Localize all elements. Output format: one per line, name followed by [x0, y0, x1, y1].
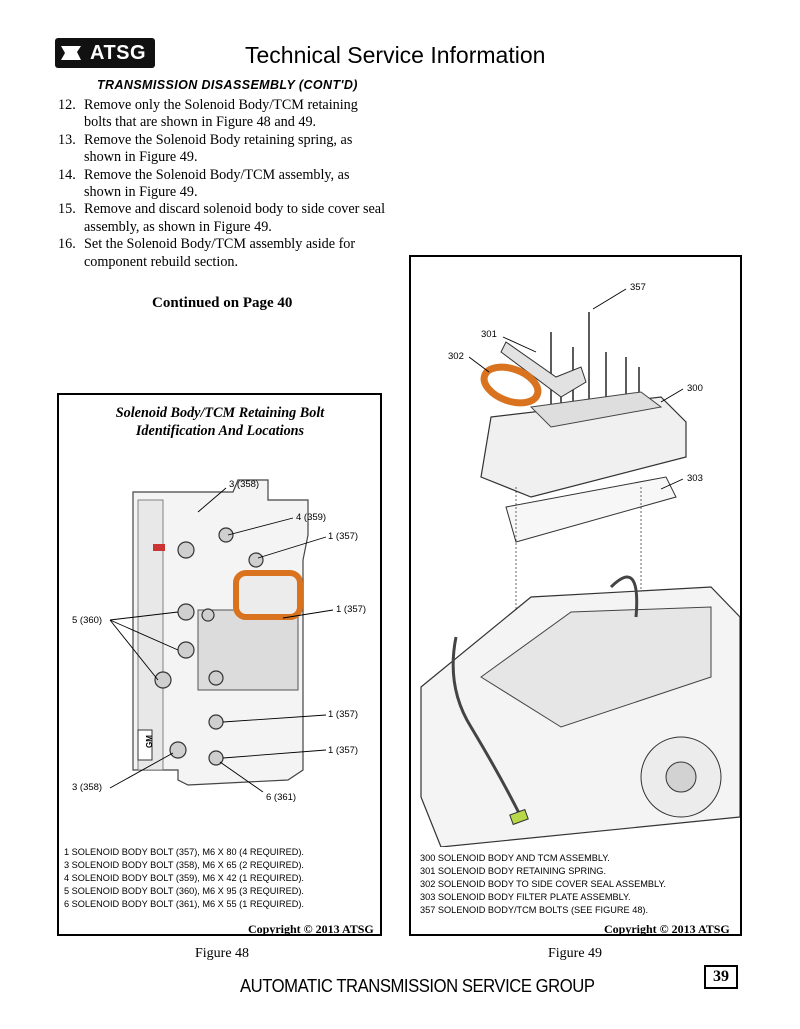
- step-number: 16.: [58, 236, 76, 253]
- step-text: Set the Solenoid Body/TCM assembly aside…: [84, 236, 356, 270]
- step-text: Remove the Solenoid Body/TCM assembly, a…: [84, 166, 350, 201]
- legend-item: 300 SOLENOID BODY AND TCM ASSEMBLY.: [420, 853, 610, 863]
- filter-plate: [505, 476, 677, 543]
- step-text: Remove the Solenoid Body retaining sprin…: [84, 131, 353, 166]
- step-item: 13. Remove the Solenoid Body retaining sp…: [58, 132, 388, 167]
- step-text: Remove only the Solenoid Body/TCM retain…: [84, 97, 358, 131]
- figure-49-caption: Figure 49: [548, 946, 603, 961]
- legend-item: 301 SOLENOID BODY RETAINING SPRING.: [420, 866, 607, 876]
- gm-label-box: [137, 729, 153, 761]
- step-item: 14. Remove the Solenoid Body/TCM assembly…: [58, 167, 388, 202]
- figure-48-title-line1: Solenoid Body/TCM Retaining Bolt: [115, 405, 325, 421]
- wire-harness: [451, 636, 523, 818]
- callout-label: 1 (357): [328, 745, 358, 756]
- figure-48-copyright: Copyright © 2013 ATSG: [248, 922, 374, 936]
- step-item: 15. Remove and discard solenoid body to s…: [58, 201, 388, 236]
- callout-label: 3 (358): [229, 479, 259, 490]
- callout-label: 6 (361): [266, 792, 296, 803]
- callout-label: 4 (359): [296, 512, 326, 523]
- callout-label: 1 (357): [336, 604, 366, 615]
- page-number: 39: [704, 965, 738, 989]
- figure-48-title: Solenoid Body/TCM Retaining Bolt Identif…: [60, 404, 380, 440]
- figure-49-legend: 300 SOLENOID BODY AND TCM ASSEMBLY. 301 …: [420, 852, 666, 917]
- step-item: 12. Remove only the Solenoid Body/TCM ret…: [58, 97, 388, 132]
- step-number: 12.: [58, 97, 76, 113]
- legend-item: 5 SOLENOID BODY BOLT (360), M6 X 95 (3 R…: [64, 886, 304, 896]
- step-number: 14.: [58, 166, 76, 183]
- step-list: 12. Remove only the Solenoid Body/TCM ret…: [58, 97, 388, 271]
- step-text: Remove and discard solenoid body to side…: [84, 201, 386, 235]
- green-connector: [509, 808, 529, 826]
- footer-text: AUTOMATIC TRANSMISSION SERVICE GROUP: [240, 975, 595, 996]
- retaining-spring: [500, 341, 587, 398]
- legend-item: 6 SOLENOID BODY BOLT (361), M6 X 55 (1 R…: [64, 899, 304, 909]
- legend-item: 303 SOLENOID BODY FILTER PLATE ASSEMBLY.: [420, 892, 631, 902]
- legend-item: 302 SOLENOID BODY TO SIDE COVER SEAL ASS…: [420, 879, 666, 889]
- callout-label: 3 (358): [72, 782, 102, 793]
- callout-label: 300: [687, 383, 703, 394]
- atsg-logo: [55, 38, 155, 68]
- callout-label: 357: [630, 282, 646, 293]
- step-number: 13.: [58, 131, 76, 148]
- wrench-icon: [61, 46, 81, 60]
- small-tag: [153, 544, 165, 551]
- connector-housing: [237, 574, 299, 616]
- callout-label: 303: [687, 473, 703, 484]
- callout-label: 1 (357): [328, 709, 358, 720]
- figure-49-callouts: 357 301 302 300 303: [448, 282, 703, 484]
- bolt-heads: [154, 527, 264, 766]
- step-number: 15.: [58, 201, 76, 218]
- figure-48-title-line2: Identification And Locations: [135, 423, 305, 439]
- figure-48-caption: Figure 48: [195, 946, 250, 961]
- gm-label: GM: [145, 735, 154, 748]
- wire-harness-2: [609, 575, 639, 618]
- solenoid-body: [480, 396, 687, 498]
- legend-item: 1 SOLENOID BODY BOLT (357), M6 X 80 (4 R…: [64, 847, 304, 857]
- figure-49-drawing: 357 301 302 300 303: [420, 282, 740, 847]
- seal-ring: [233, 570, 303, 620]
- page-title: Technical Service Information: [245, 42, 546, 68]
- callout-label: 302: [448, 351, 464, 362]
- figure-49-copyright: Copyright © 2013 ATSG: [604, 922, 730, 936]
- legend-item: 4 SOLENOID BODY BOLT (359), M6 X 42 (1 R…: [64, 873, 304, 883]
- step-item: 16. Set the Solenoid Body/TCM assembly as…: [58, 236, 388, 271]
- figure-49-leaders: [468, 288, 684, 490]
- callout-label: 5 (360): [72, 615, 102, 626]
- legend-item: 357 SOLENOID BODY/TCM BOLTS (SEE FIGURE …: [420, 905, 649, 915]
- figure-48-legend: 1 SOLENOID BODY BOLT (357), M6 X 80 (4 R…: [64, 846, 304, 911]
- legend-item: 3 SOLENOID BODY BOLT (358), M6 X 65 (2 R…: [64, 860, 304, 870]
- seal-assembly: [480, 363, 542, 407]
- tcm-top: [529, 391, 663, 428]
- callout-label: 1 (357): [328, 531, 358, 542]
- callout-leaders: [109, 487, 334, 793]
- figure-48-frame: [57, 393, 382, 936]
- callout-label: 301: [481, 329, 497, 340]
- figure-49-frame: [409, 255, 742, 936]
- figure-48-callouts: 3 (358) 4 (359) 1 (357) 1 (357) 5 (360) …: [72, 479, 366, 803]
- section-heading: TRANSMISSION DISASSEMBLY (CONT'D): [97, 78, 358, 92]
- continued-note: Continued on Page 40: [152, 295, 293, 311]
- logo-text: ATSG: [90, 42, 147, 64]
- valve-body: [480, 606, 712, 728]
- figure-48-drawing: GM 3 (358) 4 (359) 1 (357) 1 (357) 5 (36…: [72, 479, 366, 803]
